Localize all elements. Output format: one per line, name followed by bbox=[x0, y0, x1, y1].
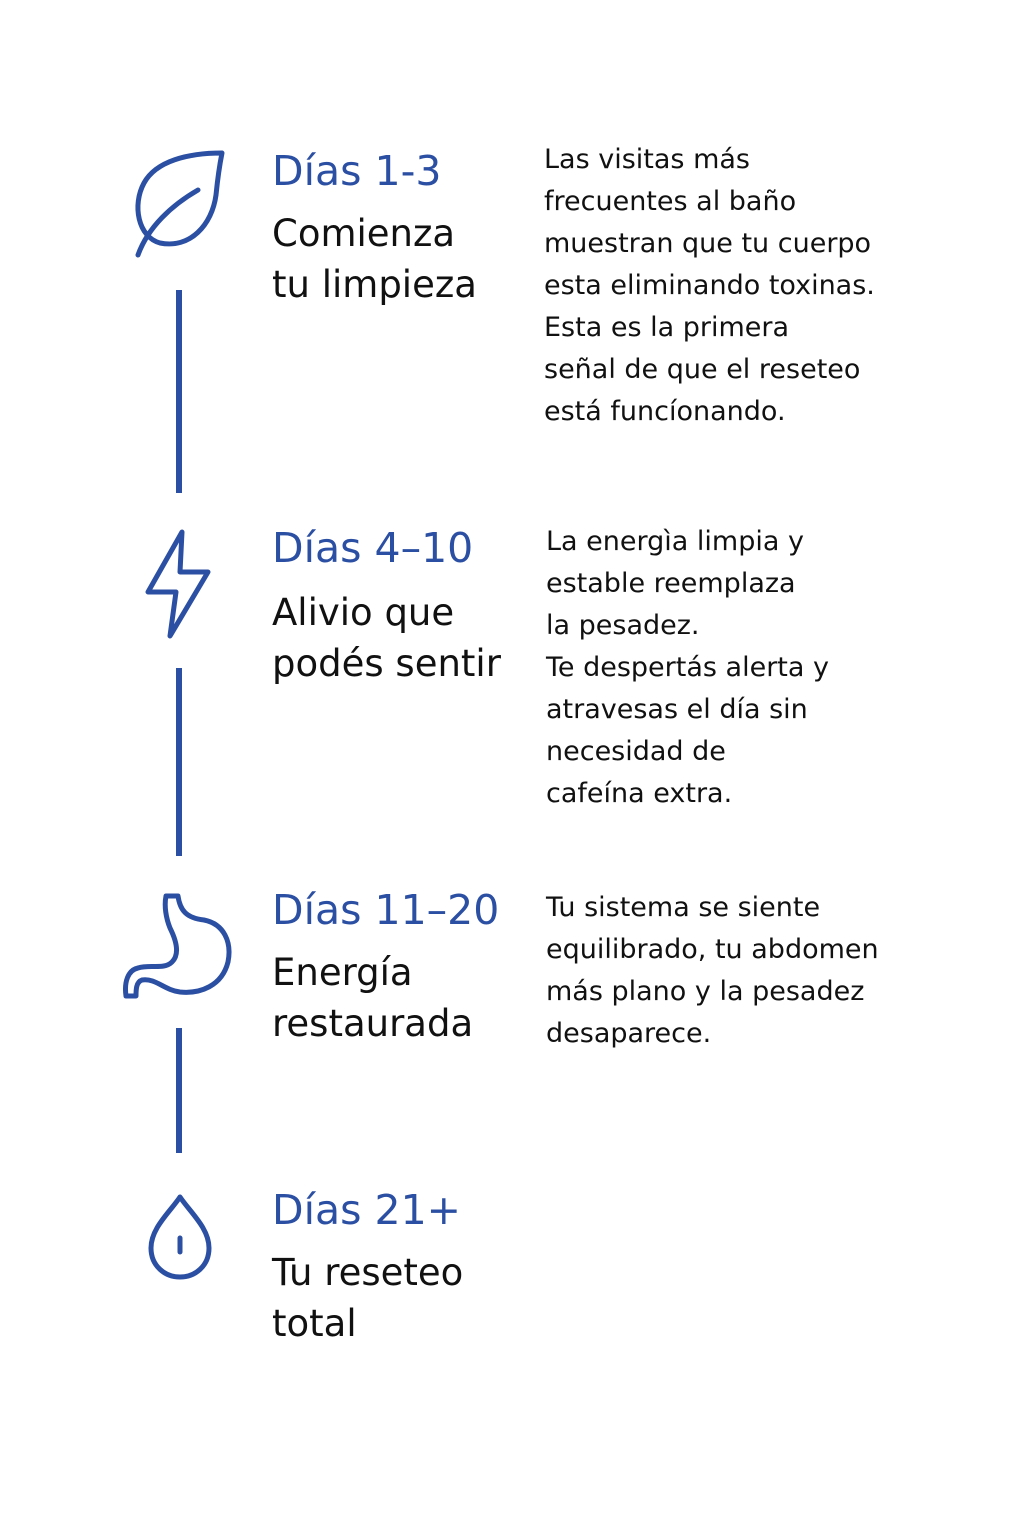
stage-heading: Días 11–20 bbox=[272, 886, 500, 934]
stage-title: Alivio que podés sentir bbox=[272, 591, 501, 685]
water-drop-icon bbox=[148, 1194, 212, 1280]
lightning-icon bbox=[145, 529, 211, 639]
stage-description: Tu sistema se siente equilibrado, tu abd… bbox=[546, 892, 879, 1049]
stomach-icon bbox=[123, 893, 232, 999]
stage-heading: Días 4–10 bbox=[272, 524, 474, 572]
stage-description: La energìa limpia y estable reemplaza la… bbox=[546, 526, 829, 809]
stage-title: Energía restaurada bbox=[272, 951, 474, 1045]
stage-heading: Días 21+ bbox=[272, 1186, 462, 1234]
leaf-icon bbox=[135, 150, 225, 258]
timeline-connector bbox=[176, 290, 182, 493]
timeline-connector bbox=[176, 668, 182, 856]
stage-heading: Días 1-3 bbox=[272, 147, 442, 195]
stage-description: Las visitas más frecuentes al baño muest… bbox=[544, 144, 875, 427]
stage-title: Comienza tu limpieza bbox=[272, 212, 477, 306]
timeline-connector bbox=[176, 1028, 182, 1153]
stage-title: Tu reseteo total bbox=[272, 1251, 464, 1345]
